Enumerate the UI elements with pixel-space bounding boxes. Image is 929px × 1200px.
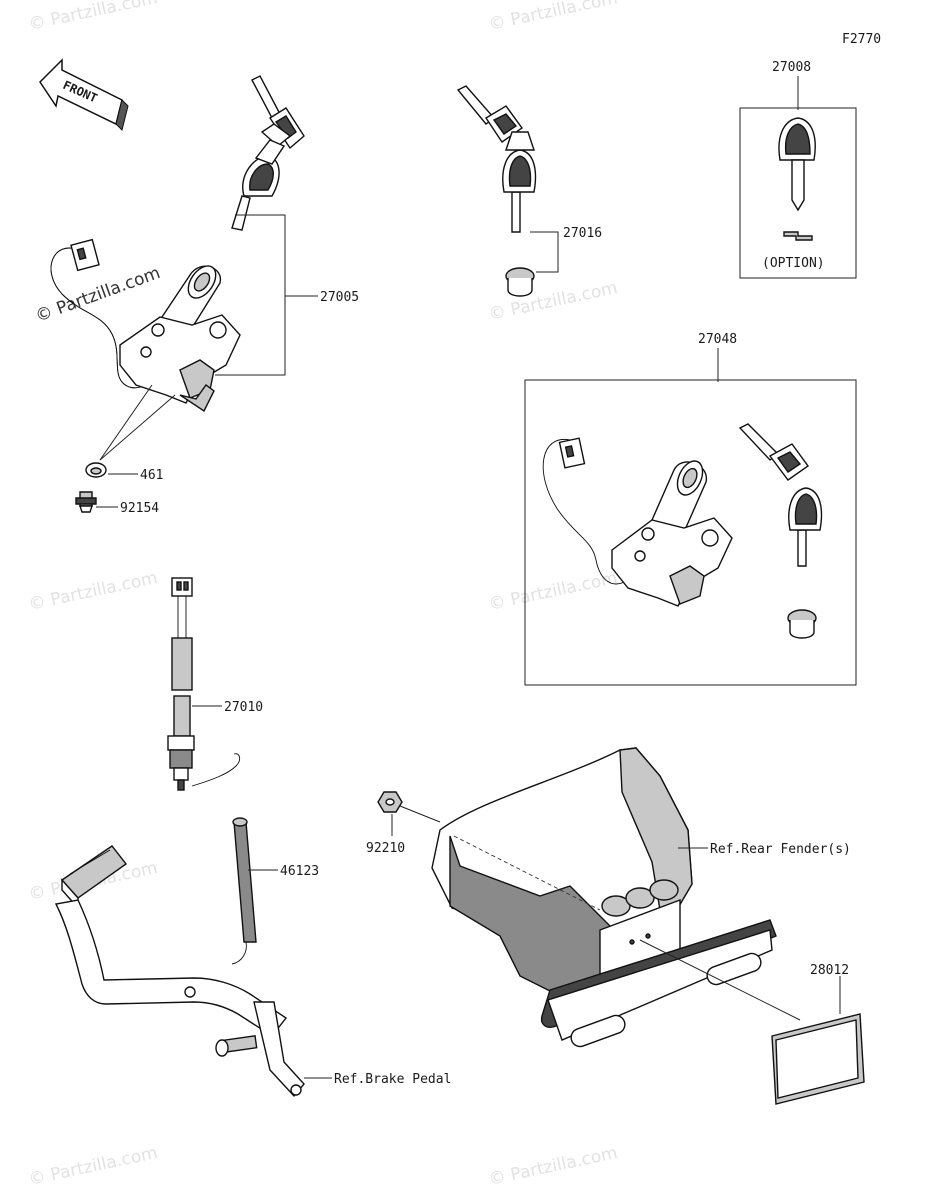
part-number-92210: 92210 (366, 841, 405, 856)
option-box (739, 107, 857, 279)
ref-brake-pedal: Ref.Brake Pedal (334, 1072, 451, 1087)
ignition-switch-kit (542, 437, 733, 607)
key-tag-icon (783, 231, 813, 241)
svg-text:© Partzilla.com: © Partzilla.com (27, 568, 159, 615)
washer-461 (85, 462, 107, 478)
svg-text:© Partzilla.com: © Partzilla.com (487, 278, 619, 325)
key-cap-27016 (505, 267, 535, 297)
svg-text:© Partzilla.com: © Partzilla.com (487, 568, 619, 615)
watermark-text: Partzilla.com (49, 0, 160, 30)
watermark-dark: © Partzilla.com (33, 263, 163, 327)
part-number-27016: 27016 (563, 226, 602, 241)
bracket-27016 (530, 231, 559, 273)
svg-text:© Partzilla.com: © Partzilla.com (33, 263, 163, 327)
key-icon (778, 117, 816, 212)
part-number-27048: 27048 (698, 332, 737, 347)
screw-92154 (75, 491, 97, 513)
ignition-switch-27005 (50, 75, 305, 413)
option-label: (OPTION) (762, 256, 825, 271)
key-cap-kit (787, 609, 817, 639)
bracket-27005 (215, 214, 286, 376)
svg-text:© Partzilla.com: © Partzilla.com (487, 0, 619, 35)
part-number-27010: 27010 (224, 700, 263, 715)
spring-46123 (191, 753, 257, 965)
part-number-46123: 46123 (280, 864, 319, 879)
key-set-27016 (456, 85, 537, 233)
part-number-28012: 28012 (810, 963, 849, 978)
part-number-27008: 27008 (772, 60, 811, 75)
key-icon (231, 139, 286, 231)
brake-pedal (54, 845, 305, 1098)
part-number-461: 461 (140, 468, 163, 483)
svg-text:© Partzilla.com: © Partzilla.com (27, 1143, 159, 1190)
brake-switch-27010 (167, 577, 195, 791)
key-icon (251, 75, 305, 150)
svg-text:© Partzilla.com: © Partzilla.com (27, 0, 159, 35)
kit-box-27048 (524, 379, 857, 686)
svg-text:© Partzilla.com: © Partzilla.com (487, 1143, 619, 1190)
front-arrow: FRONT (39, 58, 129, 131)
part-number-27005: 27005 (320, 290, 359, 305)
part-number-92154: 92154 (120, 501, 159, 516)
key-icon (738, 423, 823, 567)
reflector-28012 (771, 1013, 865, 1105)
diagram-code: F2770 (842, 32, 881, 47)
nut-92210 (377, 791, 403, 813)
rear-fender (431, 747, 777, 1048)
ref-rear-fender: Ref.Rear Fender(s) (710, 842, 851, 857)
watermark-symbol: © (27, 12, 48, 35)
